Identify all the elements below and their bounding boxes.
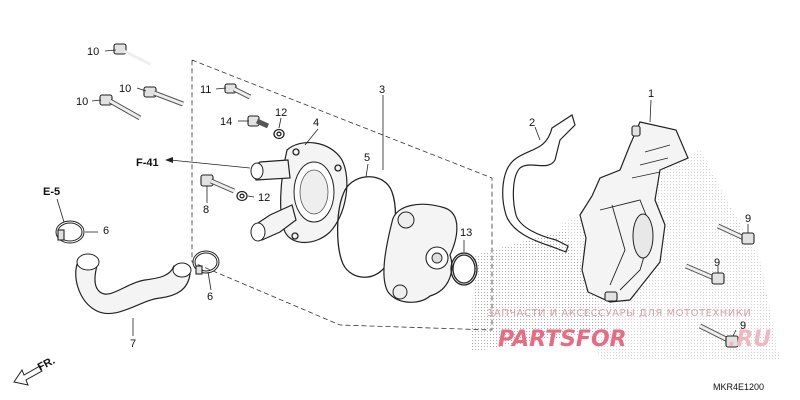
callout-14: 14 (220, 116, 232, 128)
front-label: FR. (36, 355, 57, 374)
bolt-9-lower (698, 323, 739, 348)
leader-lines (56, 49, 749, 337)
bolt-9-middle (685, 263, 725, 285)
callouts: 1 2 3 4 5 6 6 7 8 9 9 9 10 10 10 11 12 1… (36, 46, 764, 392)
bolt-11 (224, 83, 252, 100)
watermark-brand: PARTSFOR (498, 327, 627, 352)
callout-12-top: 12 (275, 107, 287, 119)
drawing-code: MKR4E1200 (713, 382, 764, 392)
bolt-10-top (113, 43, 151, 66)
callout-4: 4 (313, 117, 319, 129)
callout-2: 2 (529, 117, 535, 129)
callout-9-lower: 9 (740, 320, 746, 332)
hose-clamp-6-left (55, 220, 85, 244)
callout-10-lower: 10 (76, 96, 88, 108)
callout-1: 1 (648, 88, 654, 100)
callout-10-top: 10 (87, 46, 99, 58)
reference-f41: F-41 (136, 157, 159, 169)
watermark-domain: .RU (728, 327, 771, 352)
cover-1 (579, 121, 689, 303)
watermark-tagline: ЗАПЧАСТИ И АКСЕССУАРЫ ДЛЯ МОТОТЕХНИКИ (487, 308, 751, 319)
bolt-10-middle (143, 86, 184, 107)
bolt-10-lower (99, 94, 142, 121)
callout-9-middle: 9 (714, 257, 720, 269)
bolt-8 (200, 174, 235, 194)
callout-10-middle: 10 (119, 83, 131, 95)
bolt-14 (247, 115, 270, 129)
callout-11: 11 (200, 84, 211, 96)
callout-6-right: 6 (207, 291, 213, 303)
o-ring-13 (450, 252, 478, 286)
water-pump-body (383, 203, 458, 303)
callout-13: 13 (460, 227, 472, 239)
washer-12-top (273, 128, 285, 140)
bolt-9-top (716, 223, 755, 245)
callout-12-lower: 12 (258, 192, 270, 204)
water-pump-cover-4 (250, 142, 348, 244)
callout-5: 5 (364, 152, 370, 164)
gasket-2 (502, 114, 576, 253)
hose-clamp-6-right (192, 250, 220, 275)
washer-12-lower (236, 190, 248, 202)
callout-7: 7 (130, 338, 136, 350)
callout-8: 8 (203, 204, 209, 216)
callout-9-top: 9 (745, 213, 751, 225)
assembly-boundary (191, 59, 493, 331)
water-hose-7 (75, 253, 192, 315)
callout-6-left: 6 (103, 225, 109, 237)
watermark: ЗАПЧАСТИ И АКСЕССУАРЫ ДЛЯ МОТОТЕХНИКИ PA… (487, 308, 771, 352)
callout-3: 3 (379, 84, 385, 96)
front-arrow-icon (13, 365, 43, 386)
reference-e5: E-5 (43, 186, 60, 198)
